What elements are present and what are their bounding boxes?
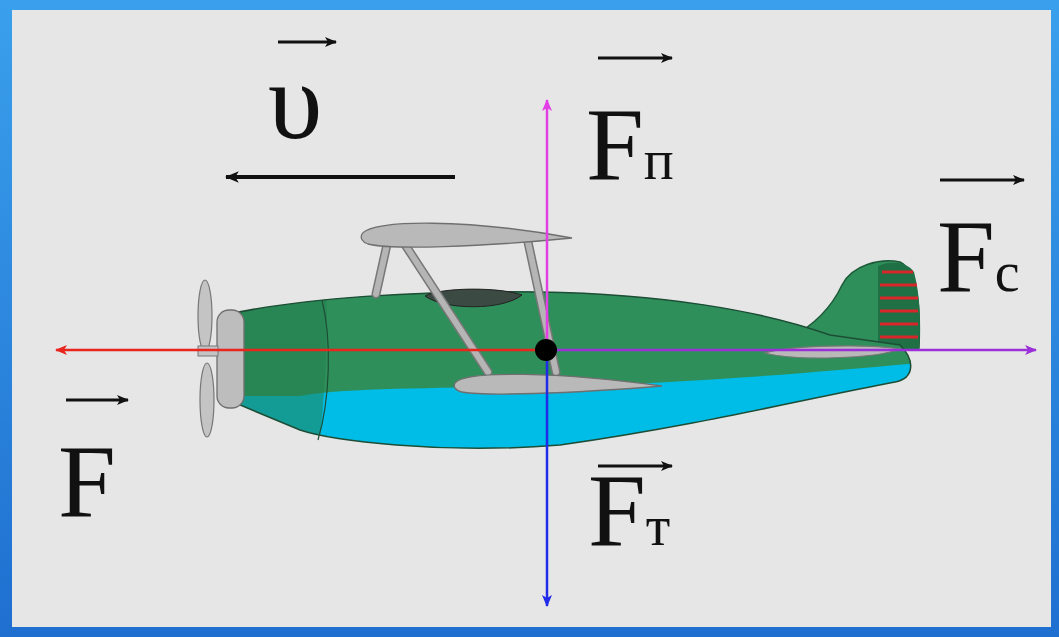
propeller-blade (200, 363, 214, 437)
lower-wing (454, 374, 662, 394)
velocity-label: υ (268, 46, 322, 156)
rudder (878, 263, 920, 350)
lift-force-label: Fп (586, 92, 674, 196)
upper-wing (361, 223, 572, 247)
lift-vector (546, 100, 549, 350)
propeller-blade (198, 280, 212, 352)
fuselage-outline (223, 292, 911, 449)
gravity-vector (546, 350, 549, 606)
struts (376, 240, 556, 372)
vector-marks (66, 42, 1024, 466)
nose-cowl (217, 310, 244, 408)
panel (12, 10, 1051, 627)
drag-force-label: Fс (937, 204, 1020, 308)
stabilizer (765, 346, 900, 358)
velocity-arrow (226, 175, 455, 179)
thrust-force-label: F (58, 429, 116, 533)
drag-vector (545, 349, 1036, 352)
thrust-vector (56, 349, 545, 352)
gravity-force-label: Fт (588, 458, 670, 562)
cowl-seam (318, 300, 328, 440)
rudder-stripes (880, 272, 918, 337)
struts-outline (376, 240, 556, 372)
fuselage (190, 250, 930, 470)
center-point (535, 339, 557, 361)
